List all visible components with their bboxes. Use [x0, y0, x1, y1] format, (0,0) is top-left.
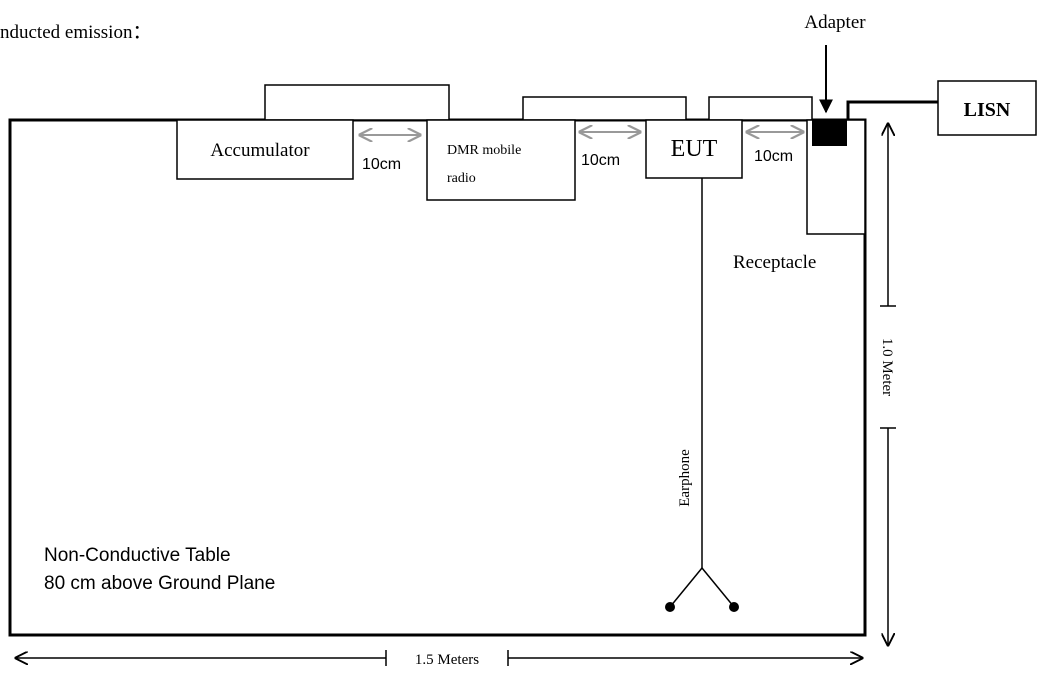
accumulator-label: Accumulator: [210, 140, 310, 161]
dmr-radio-label-line2: radio: [447, 171, 476, 186]
adapter-block: [812, 119, 847, 146]
eut-label: EUT: [671, 136, 718, 162]
table-label-line2: 80 cm above Ground Plane: [44, 573, 275, 594]
depth-label: 1.0 Meter: [879, 338, 895, 396]
dmr-radio-back: [522, 96, 687, 121]
earphone-right-bud: [729, 602, 739, 612]
earphone-left-branch: [669, 567, 703, 608]
spacing-label-1: 10cm: [362, 156, 401, 173]
dmr-radio-box: [426, 119, 576, 201]
lisn-label: LISN: [964, 99, 1011, 121]
earphone-right-branch: [701, 567, 735, 608]
receptacle-label: Receptacle: [733, 252, 816, 273]
accumulator-box: [176, 119, 354, 180]
heading: nducted emission：: [0, 22, 151, 43]
dmr-radio-label-line1: DMR mobile: [447, 143, 521, 158]
accumulator-back: [264, 84, 450, 121]
spacing-label-2: 10cm: [581, 152, 620, 169]
adapter-label: Adapter: [804, 12, 866, 33]
lisn-box: [937, 80, 1037, 136]
width-label: 1.5 Meters: [415, 652, 479, 668]
earphone-label: Earphone: [677, 449, 693, 507]
eut-box: [645, 119, 743, 179]
earphone-left-bud: [665, 602, 675, 612]
table-label-line1: Non-Conductive Table: [44, 545, 231, 566]
spacing-label-3: 10cm: [754, 148, 793, 165]
eut-back: [708, 96, 813, 121]
lisn-cable: [846, 100, 938, 119]
